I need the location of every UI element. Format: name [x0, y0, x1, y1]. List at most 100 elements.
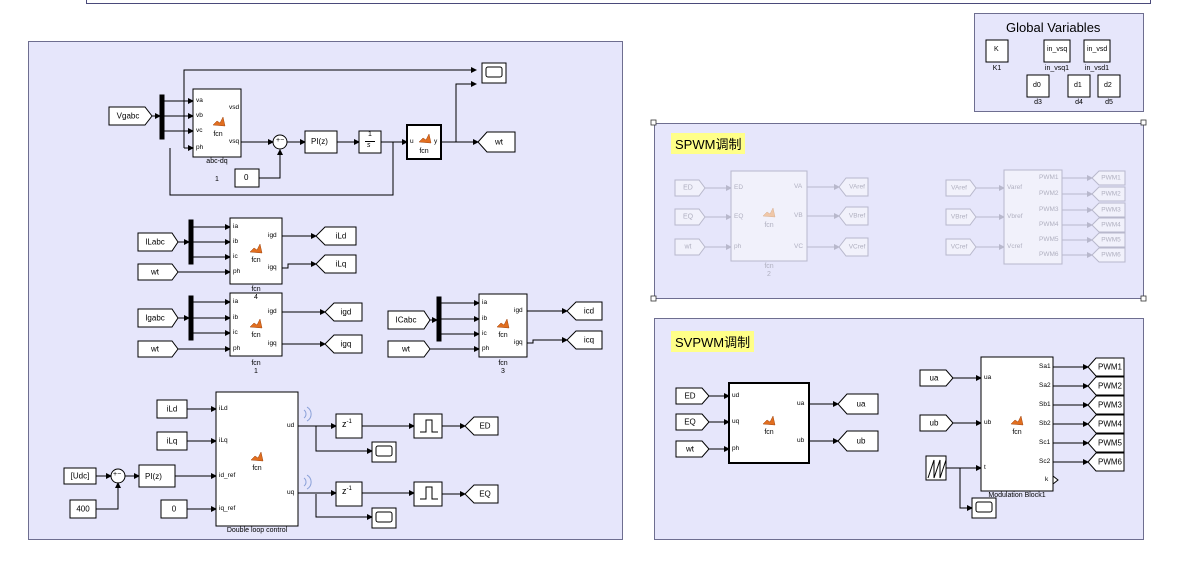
ilabc-tag[interactable]	[137, 232, 179, 252]
mod-port-sb1: Sb1	[1039, 401, 1051, 408]
igd-goto-tag[interactable]	[324, 302, 363, 322]
abcdq-port-vsq: vsq	[229, 138, 240, 145]
icd-goto-tag[interactable]	[566, 301, 603, 321]
mux-abcdq[interactable]	[159, 94, 165, 140]
mod-port-sa2: Sa2	[1039, 382, 1051, 389]
ild-goto-tag[interactable]	[315, 226, 357, 246]
spwm-wt-from[interactable]	[674, 238, 706, 256]
in-vsd-block[interactable]	[1083, 39, 1111, 63]
svpwm-ua-from[interactable]	[919, 369, 954, 387]
spwm-pwm4-goto[interactable]	[1091, 217, 1126, 233]
wt-goto-tag[interactable]	[477, 131, 516, 153]
ed-goto-text: ED	[479, 421, 491, 431]
spwm-varef-from[interactable]	[945, 179, 977, 197]
d2-block[interactable]	[1097, 74, 1121, 98]
spwm-area-handles[interactable]	[650, 119, 1147, 302]
vgabc-tag-text: Vgabc	[116, 111, 140, 121]
svpwm-eq-from[interactable]	[675, 413, 710, 431]
k1-block[interactable]	[985, 39, 1009, 63]
spwm-ed-from[interactable]	[674, 179, 706, 197]
mod-port-sa1: Sa1	[1039, 363, 1051, 370]
d0-block-text: d0	[1033, 82, 1041, 89]
d5-label: d5	[1105, 99, 1113, 106]
svpwm-ua-goto[interactable]	[837, 393, 879, 415]
spwm-vcref-goto[interactable]	[838, 237, 869, 257]
fcn3-name-line2: 3	[501, 368, 505, 375]
d0-block[interactable]	[1026, 74, 1050, 98]
svpwm-ub-goto[interactable]	[837, 430, 879, 452]
spwm-ed-from-text: ED	[683, 184, 693, 192]
icabc-tag-text: ICabc	[395, 315, 417, 325]
wt-from-tag-1[interactable]	[137, 340, 179, 358]
ild-from-text: iLd	[166, 404, 178, 414]
dl-port-ilq: iLq	[219, 437, 228, 444]
igq-goto-tag[interactable]	[324, 334, 363, 354]
spwm-pwm2-goto[interactable]	[1091, 186, 1126, 202]
ed-goto-tag[interactable]	[464, 416, 499, 436]
svpwm-pwm3-goto[interactable]	[1087, 395, 1125, 415]
spwm-pwm5-goto[interactable]	[1091, 232, 1126, 248]
spwm-vbref-goto[interactable]	[838, 206, 869, 226]
const-pll-label: 1	[215, 176, 219, 183]
svpwm-ub-from[interactable]	[919, 414, 954, 432]
delay-uq[interactable]	[335, 481, 363, 507]
svpwm-ua-goto-text: ua	[856, 399, 866, 409]
d1-block[interactable]	[1067, 74, 1091, 98]
abcdq-port-ph: ph	[196, 144, 204, 151]
svpwm-pwm6-goto[interactable]	[1087, 452, 1125, 472]
spwm-pwm1-goto-text: PWM1	[1101, 174, 1121, 182]
spwm-pwm6-goto[interactable]	[1091, 247, 1126, 263]
mux-fcn3[interactable]	[436, 296, 442, 342]
wt-from-tag-4[interactable]	[137, 263, 179, 281]
zoh-uq[interactable]	[413, 481, 443, 507]
fcn3-port-ic: ic	[482, 330, 487, 337]
in-vsq-block[interactable]	[1043, 39, 1071, 63]
wt-from-tag-3[interactable]	[387, 340, 431, 358]
spwm-eq-from[interactable]	[674, 208, 706, 226]
svpwm-pwm2-goto[interactable]	[1087, 376, 1125, 396]
vgabc-tag[interactable]	[108, 106, 153, 126]
spwm-varef-goto-text: VAref	[849, 183, 865, 191]
pi-pll-text: PI(z)	[311, 137, 328, 146]
spwm-pwm1-goto[interactable]	[1091, 170, 1126, 186]
ilq-goto-text: iLq	[335, 259, 347, 269]
svpwm-pwm1-goto[interactable]	[1087, 357, 1125, 377]
dl-port-ild: iLd	[219, 405, 228, 412]
in-vsq-block-text: in_vsq	[1047, 46, 1068, 53]
icq-goto-tag[interactable]	[566, 330, 603, 350]
spwm-pwm3-goto[interactable]	[1091, 202, 1126, 218]
spwm-mod-port-varef: Varef	[1007, 184, 1023, 191]
zoh-ud[interactable]	[413, 413, 443, 439]
svpwm-pwm2-goto-text: PWM2	[1098, 381, 1122, 391]
spwm-mod-port-pwm1: PWM1	[1039, 174, 1059, 181]
fcn4-name-line1: fcn	[251, 286, 261, 293]
igabc-tag[interactable]	[137, 308, 179, 328]
abcdq-port-vb: vb	[196, 112, 203, 119]
svpwm-pwm4-goto[interactable]	[1087, 414, 1125, 434]
spwm-pwm5-goto-text: PWM5	[1101, 236, 1121, 244]
d1-block-text: d1	[1074, 82, 1082, 89]
spwm-vcref-from[interactable]	[945, 238, 977, 256]
icabc-tag[interactable]	[387, 310, 431, 330]
pll-fcn-text: fcn	[419, 148, 429, 155]
integrator-fraction-bar	[365, 141, 375, 142]
eq-goto-tag[interactable]	[464, 484, 499, 504]
svpwm-ed-from[interactable]	[675, 387, 710, 405]
mux-fcn1[interactable]	[188, 295, 194, 341]
spwm-varef-goto[interactable]	[838, 177, 869, 197]
svpwm-ub-goto-text: ub	[856, 436, 866, 446]
mod-port-sb2: Sb2	[1039, 420, 1051, 427]
icd-goto-text: icd	[583, 306, 595, 316]
pi-udc-text: PI(z)	[145, 472, 162, 481]
wt-from-4-text: wt	[151, 267, 159, 277]
spwm-mod-block[interactable]	[1003, 169, 1063, 265]
mux-fcn4[interactable]	[188, 219, 194, 265]
spwm-vbref-from[interactable]	[945, 208, 977, 226]
svpwm-wt-from[interactable]	[675, 440, 710, 458]
abcdq-block-name: abc-dq	[206, 158, 228, 165]
ilq-goto-tag[interactable]	[315, 254, 357, 274]
spwm-wt-from-text: wt	[684, 243, 692, 251]
svpwm-title: SVPWM调制	[671, 331, 755, 352]
svpwm-pwm5-goto[interactable]	[1087, 433, 1125, 453]
